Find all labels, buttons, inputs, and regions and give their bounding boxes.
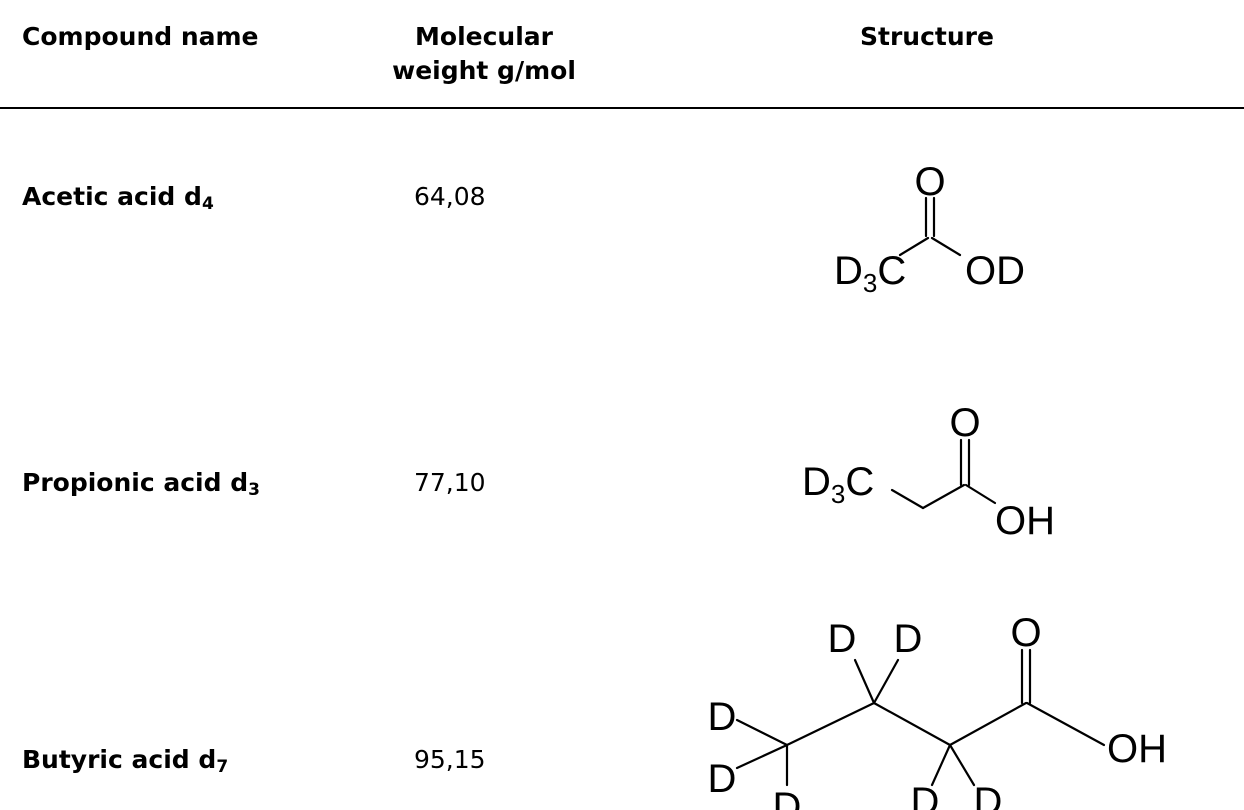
- bond-c2-d-left: [853, 658, 876, 705]
- bond-c2-c3: [872, 701, 952, 747]
- compound-name: Acetic acid: [22, 182, 176, 211]
- header-molecular-weight-line2: weight g/mol: [392, 56, 576, 85]
- bond-c3-d-right: [948, 743, 976, 787]
- compound-name: Butyric acid: [22, 745, 190, 774]
- bond-c1-d-upper: [735, 718, 789, 747]
- atom-o-top: O: [1010, 611, 1041, 655]
- bond-c1-d-lower: [735, 743, 789, 770]
- molecular-weight-value: 77,10: [414, 468, 486, 497]
- atom-d-c3-right: D: [974, 780, 1003, 810]
- atom-d-c1-bottom: D: [773, 785, 802, 810]
- compound-subscript: 3: [248, 480, 260, 500]
- group-methyl: D3C: [834, 249, 906, 298]
- header-structure: Structure: [860, 22, 994, 51]
- compound-deuterium-symbol: d: [230, 468, 249, 497]
- molecular-weight-value: 64,08: [414, 182, 486, 211]
- atom-d-c2-left: D: [828, 617, 857, 661]
- bond-c-c: [898, 236, 930, 257]
- header-compound-name: Compound name: [22, 22, 259, 51]
- atom-d-c1-lower: D: [708, 757, 737, 801]
- group-od: OD: [965, 249, 1025, 293]
- subscript-3: 3: [831, 479, 845, 509]
- table-row-name: Propionic acid d3: [22, 466, 260, 507]
- compound-subscript: 4: [201, 194, 214, 214]
- atom-o-top: O: [914, 160, 945, 204]
- atom-d-c2-right: D: [894, 617, 923, 661]
- bond-c1-c2: [785, 701, 876, 747]
- compound-deuterium-symbol: d: [184, 182, 202, 211]
- structure-acetic-acid: O D3C OD: [834, 160, 1025, 298]
- bond-c-o-single: [930, 236, 962, 257]
- atom-d: D: [802, 460, 831, 504]
- header-molecular-weight: Molecular weight g/mol: [384, 20, 584, 88]
- compound-deuterium-symbol: d: [198, 745, 217, 774]
- compound-name: Propionic acid: [22, 468, 222, 497]
- table-row-name: Butyric acid d7: [22, 743, 228, 784]
- bond-c3-c4: [948, 701, 1028, 747]
- group-oh: OH: [995, 499, 1055, 543]
- bond-ch3-ch2: [890, 488, 925, 510]
- atom-d: D: [834, 249, 863, 293]
- bond-c2-d-right: [872, 658, 900, 705]
- compound-subscript: 7: [216, 757, 229, 777]
- header-divider: [0, 107, 1244, 109]
- group-oh: OH: [1107, 727, 1167, 771]
- bond-c-oh: [964, 483, 997, 505]
- atom-d-c3-left: D: [911, 780, 940, 810]
- group-methyl: D3C: [802, 460, 874, 509]
- bond-c3-d-left: [930, 743, 952, 787]
- atom-d-c1-upper: D: [708, 695, 737, 739]
- table-row-name: Acetic acid d4: [22, 180, 214, 221]
- bond-c-oh: [1025, 701, 1106, 747]
- subscript-3: 3: [863, 268, 877, 298]
- structure-propionic-acid: O D3C OH: [802, 401, 1055, 543]
- atom-c: C: [877, 249, 906, 293]
- atom-c: C: [845, 460, 874, 504]
- molecular-weight-value: 95,15: [414, 745, 486, 774]
- structure-butyric-acid: O OH D D D D D D D: [708, 611, 1167, 810]
- bond-ch2-c: [921, 483, 966, 510]
- header-molecular-weight-line1: Molecular: [415, 22, 553, 51]
- atom-o-top: O: [949, 401, 980, 445]
